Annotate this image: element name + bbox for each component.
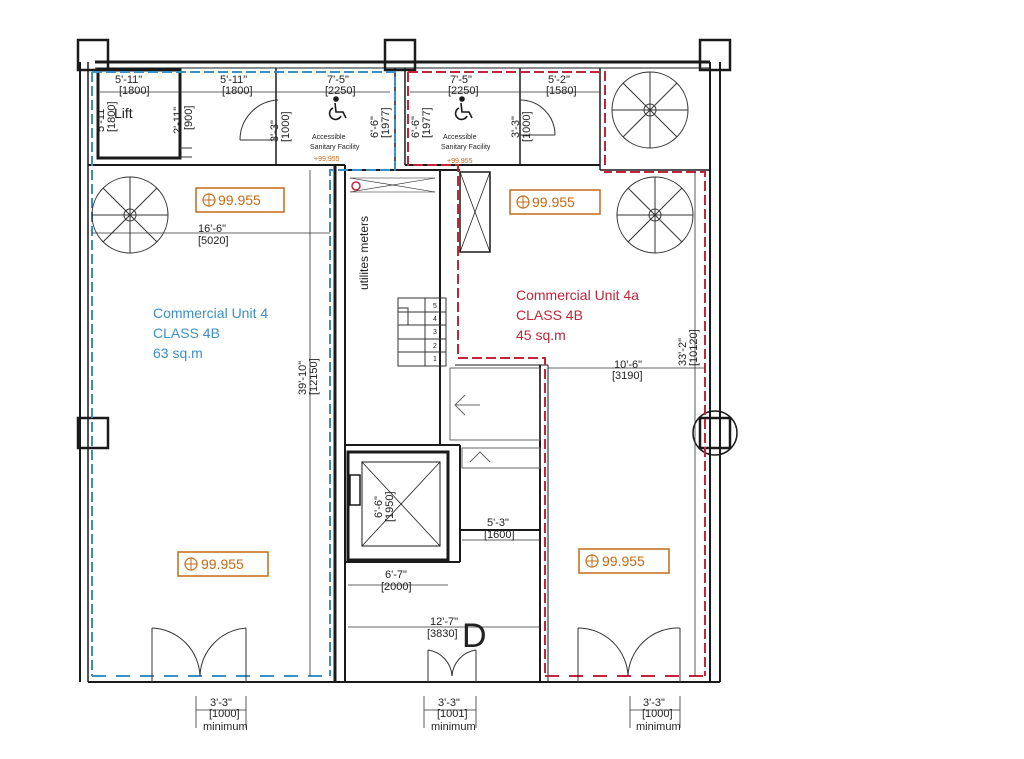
dim-33-2-metric: [10120] [688, 329, 700, 366]
dim-6-6-left: 6'-6" [369, 116, 381, 138]
level-value: 99.955 [201, 556, 244, 572]
dim-6-6-right: 6'-6" [410, 116, 422, 138]
dim-2-11: 2'-11" [172, 107, 184, 134]
dim-39-10-metric: [12150] [308, 358, 320, 395]
stair-numbers: 5 4 3 2 1 [433, 303, 437, 363]
stair-step-4: 4 [433, 316, 437, 323]
stair-step-3: 3 [433, 329, 437, 336]
sanitary-right-label: Accessible Sanitary Facility +99.955 [441, 134, 491, 165]
dim-5-3-metric: [1600] [484, 529, 515, 541]
dim-16-6-metric: [5020] [198, 235, 229, 247]
dim-lift-v: 5'-11" [95, 105, 107, 132]
stair-step-5: 5 [433, 303, 437, 310]
dim-7-5-left: 7'-5" [327, 74, 349, 86]
unit4-area: 63 sq.m [153, 345, 203, 361]
dim-lift-shaft-metric: [1950] [384, 491, 396, 522]
dim-33-2: 33'-2" [677, 338, 689, 366]
unit4-boundary [91, 71, 396, 677]
door-left-width-metric: [1000] [209, 708, 240, 720]
walls [79, 60, 721, 683]
dim-10-6-metric: [3190] [612, 370, 643, 382]
dim-5-11-b-metric: [1800] [222, 85, 253, 97]
lift-label: Lift [114, 105, 133, 121]
level-marker-unit4-top: 99.955 [195, 187, 285, 213]
stair-step-2: 2 [433, 343, 437, 350]
dim-3-3-left: 3'-3" [269, 120, 281, 142]
dim-3-3-right-metric: [1000] [521, 111, 533, 142]
dim-7-5-right-metric: [2250] [448, 85, 479, 97]
dim-lift-shaft: 6'-6" [373, 496, 385, 518]
dim-10-6: 10'-6" [614, 359, 642, 371]
accessible-icon [328, 96, 347, 121]
lift-car [346, 450, 450, 562]
door-right-width-metric: [1000] [642, 708, 673, 720]
dim-12-7: 12'-7" [430, 616, 458, 628]
unit4a-label: Commercial Unit 4a CLASS 4B 45 sq.m [516, 287, 639, 343]
dim-5-2: 5'-2" [548, 74, 570, 86]
dim-5-11-a-metric: [1800] [119, 85, 150, 97]
ramp [449, 367, 541, 469]
spiral-stair-right [616, 176, 694, 254]
sanitary-right-line2: Sanitary Facility [441, 144, 491, 151]
level-value: 99.955 [218, 192, 261, 208]
sanitary-left-level: +99.955 [314, 156, 340, 163]
door-mid-width: 3'-3" [438, 697, 460, 709]
dim-5-2-metric: [1580] [546, 85, 577, 97]
dim-3-3-left-metric: [1000] [280, 111, 292, 142]
dim-6-6-left-metric: [1977] [380, 107, 392, 138]
door-left-width: 3'-3" [210, 697, 232, 709]
dim-5-11-b: 5'-11" [220, 74, 247, 86]
sanitary-right-level: +99.955 [447, 158, 473, 165]
unit4a-name: Commercial Unit 4a [516, 287, 639, 303]
door-left-note: minimum [203, 721, 248, 733]
unit4a-boundary [407, 71, 706, 677]
unit4-label: Commercial Unit 4 CLASS 4B 63 sq.m [153, 305, 268, 361]
unit4a-area: 45 sq.m [516, 327, 566, 343]
level-marker-unit4a-bottom: 99.955 [578, 548, 670, 574]
unit4-name: Commercial Unit 4 [153, 305, 268, 321]
sanitary-left-label: Accessible Sanitary Facility +99.955 [310, 134, 360, 163]
dim-39-10: 39'-10" [297, 361, 309, 395]
sanitary-left-line1: Accessible [312, 134, 346, 141]
door-mid-note: minimum [431, 721, 476, 733]
spiral-stair-right-top [611, 71, 689, 149]
dim-7-5-right: 7'-5" [450, 74, 472, 86]
sanitary-right-line1: Accessible [443, 134, 477, 141]
level-marker-unit4-bottom: 99.955 [177, 551, 269, 577]
doors [151, 99, 681, 682]
dim-16-6: 16'-6" [198, 223, 226, 235]
door-right-width: 3'-3" [643, 697, 665, 709]
dim-lift-v-metric: [1800] [106, 101, 118, 132]
unit4-class: CLASS 4B [153, 325, 220, 341]
dimension-labels: 5'-11" [1800] 5'-11" [1800] 7'-5" [2250]… [95, 74, 700, 733]
dim-6-6-right-metric: [1977] [421, 107, 433, 138]
dim-3-3-right: 3'-3" [510, 116, 522, 138]
unit4a-class: CLASS 4B [516, 307, 583, 323]
sanitary-left-line2: Sanitary Facility [310, 144, 360, 151]
level-marker-unit4a-top: 99.955 [509, 189, 601, 215]
spiral-stair-left [91, 176, 169, 254]
door-right-note: minimum [636, 721, 681, 733]
level-value: 99.955 [532, 194, 575, 210]
dim-12-7-metric: [3830] [427, 628, 458, 640]
dimension-lines [92, 91, 705, 728]
dim-5-11-a: 5'-11" [115, 74, 142, 86]
accessible-icon [454, 96, 473, 121]
dim-6-7-metric: [2000] [381, 581, 412, 593]
level-value: 99.955 [602, 553, 645, 569]
meter-marker-icon [351, 181, 361, 191]
door-letter: D [462, 617, 487, 655]
utilities-label: utilites meters [357, 216, 371, 290]
dim-5-3: 5'-3" [487, 517, 509, 529]
dim-6-7: 6'-7" [385, 569, 407, 581]
stair-flight [397, 297, 447, 367]
dim-7-5-left-metric: [2250] [325, 85, 356, 97]
dim-2-11-metric: [900] [183, 106, 195, 130]
door-mid-width-metric: [1001] [437, 708, 468, 720]
stair-step-1: 1 [433, 356, 437, 363]
